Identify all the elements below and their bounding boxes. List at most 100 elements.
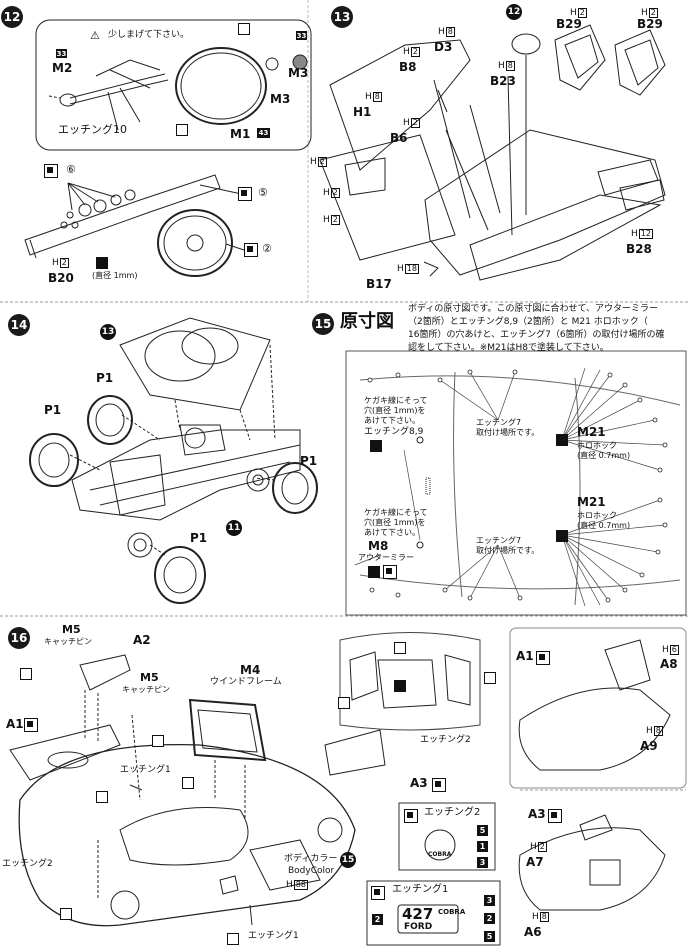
step13-tub — [424, 129, 666, 276]
ref-step-13: 13 — [100, 324, 116, 340]
catch-pin-label-b: キャッチピン — [122, 685, 170, 694]
part-b29-a: B29 — [556, 17, 582, 31]
glue-icon — [238, 23, 250, 35]
etching-2-box-title: エッチング2 — [424, 807, 481, 818]
paint-icon — [536, 651, 550, 665]
glue-icon — [484, 672, 496, 684]
paint-icon — [548, 809, 562, 823]
etch2-box — [398, 802, 496, 871]
chassis-drawing — [71, 429, 301, 521]
color-badge-33-b: 33 — [296, 31, 307, 40]
sub-view-a3-body — [518, 827, 666, 911]
etching-10-label: エッチング10 — [58, 123, 127, 136]
etching-1-label-b: エッチング1 — [248, 931, 299, 941]
part-m8: M8 — [368, 539, 389, 553]
glue-icon — [152, 735, 164, 747]
paint-icon — [432, 778, 446, 792]
paint-ref-6: ⑥ — [66, 163, 76, 176]
bonnet-panel-a1 — [9, 724, 121, 781]
template-frame — [345, 350, 687, 616]
side-part-a1: A1 — [516, 649, 534, 663]
color-num-2-b: 2 — [484, 913, 495, 924]
catch-pin-label-a: キャッチピン — [44, 637, 92, 646]
hook-note-a: ホロホック(直径 0.7mm) — [577, 441, 631, 460]
step-15-badge: 15 — [312, 313, 334, 335]
drill-icon — [556, 434, 568, 446]
part-b20: B20 — [48, 271, 74, 285]
windframe-label: ウインドフレーム — [210, 677, 282, 687]
paint-icon — [44, 164, 58, 178]
step-13-badge: 13 — [331, 6, 353, 28]
drill-icon — [394, 680, 406, 692]
glue-icon — [96, 791, 108, 803]
description-line: ボディの原寸図です。この原寸図に合わせて、アウターミラー — [408, 304, 659, 314]
steering-wheel-drawing — [175, 47, 267, 125]
paint-icon — [404, 809, 418, 823]
part-a2: A2 — [133, 633, 151, 647]
glue-icon — [227, 933, 239, 945]
color-num-5-b: 5 — [484, 931, 495, 942]
color-num-3: 3 — [477, 857, 488, 868]
description-line: （2箇所）とエッチング8,9（2箇所）と M21 ホロホック（ — [408, 317, 648, 327]
ref-step-15: 15 — [340, 852, 356, 868]
step-16-badge: 16 — [8, 627, 30, 649]
tire-2 — [29, 433, 79, 487]
part-b6: B6 — [390, 131, 408, 145]
glue-icon — [182, 777, 194, 789]
tire-label-p1-b: P1 — [44, 403, 62, 417]
badge-427: 427 — [402, 905, 434, 923]
warning-icon: ⚠ — [90, 29, 100, 42]
outer-mirror-label: アウターミラー — [358, 553, 414, 562]
part-h1: H1 — [353, 105, 372, 119]
badge-ford: FORD — [404, 922, 433, 932]
side-part-a6: A6 — [524, 925, 542, 939]
description-line: 認をして下さい。※M21はH8で塗装して下さい。 — [408, 343, 609, 353]
trunk-a3 — [324, 729, 386, 776]
part-b28: B28 — [626, 242, 652, 256]
drill-icon — [370, 440, 382, 452]
glue-icon — [176, 124, 188, 136]
body-color-jp: ボディカラー — [284, 854, 338, 864]
color-badge-33-a: 33 — [56, 49, 67, 58]
full-size-description: ボディの原寸図です。この原寸図に合わせて、アウターミラー （2箇所）とエッチング… — [408, 303, 684, 355]
paint-icon — [383, 565, 397, 579]
color-num-3-b: 3 — [484, 895, 495, 906]
body-tub-drawing — [119, 317, 271, 411]
part-b23: B23 — [490, 74, 516, 88]
scribe-note-b: ケガキ線にそって穴(直径 1mm)をあけて下さい。 — [364, 508, 428, 537]
full-size-title: 原寸図 — [340, 311, 394, 332]
car-body-drawing — [18, 743, 356, 927]
etching-1-label-a: エッチング1 — [120, 765, 171, 775]
scribe-note-a: ケガキ線にそって穴(直径 1mm)をあけて下さい。 — [364, 396, 428, 425]
part-m21-b: M21 — [577, 495, 606, 509]
color-num-2-a: 2 — [372, 914, 383, 925]
glue-icon — [60, 908, 72, 920]
paint-icon — [24, 718, 38, 732]
paint-icon — [371, 886, 385, 900]
step-12-badge: 12 — [1, 6, 23, 28]
tire-3 — [272, 462, 318, 514]
tire-1 — [87, 395, 133, 445]
drill-icon — [368, 566, 380, 578]
paint-icon — [244, 243, 258, 257]
color-num-5: 5 — [477, 825, 488, 836]
glue-icon — [394, 642, 406, 654]
etching-2-label-a: エッチング2 — [420, 735, 471, 745]
side-part-a8: A8 — [660, 657, 678, 671]
seat-left — [554, 24, 606, 91]
part-m3-a: M3 — [270, 92, 291, 106]
description-line: 16箇所）の穴あけと、エッチング7（6箇所）の取付け場所の確 — [408, 330, 665, 340]
